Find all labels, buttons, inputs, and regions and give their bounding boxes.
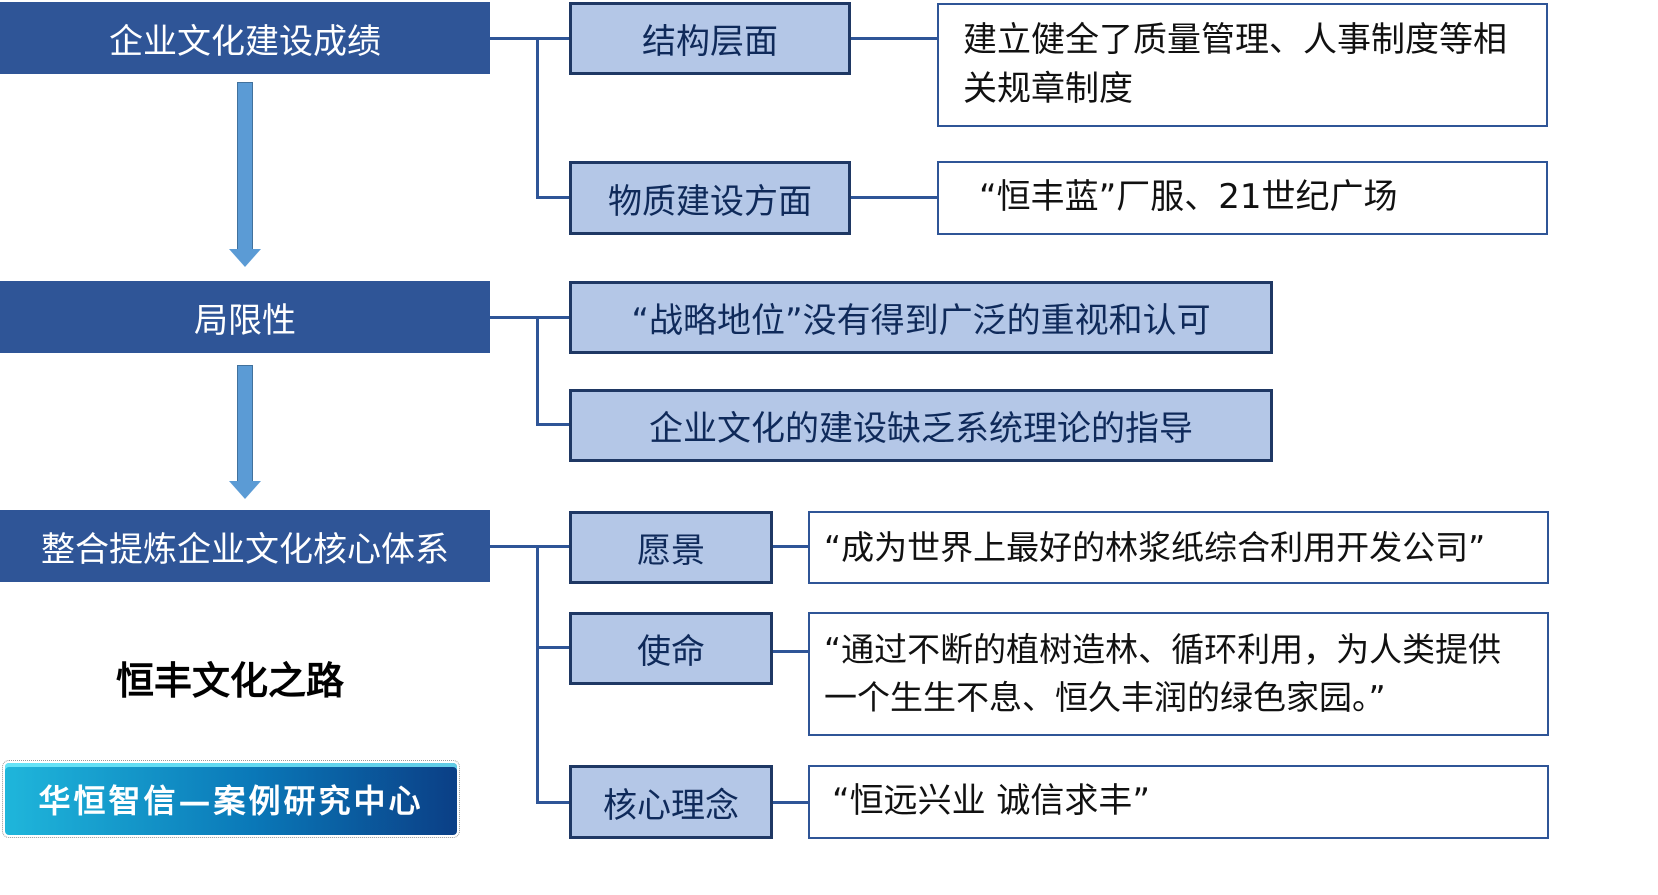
connector (536, 37, 539, 199)
detail-text: “恒丰蓝”厂服、21世纪广场 (979, 177, 1398, 218)
connector (772, 650, 808, 653)
detail-text: “通过不断的植树造林、循环利用，为人类提供一个生生不息、恒久丰润的绿色家园。” (824, 630, 1502, 717)
connector (536, 196, 569, 199)
mission-detail: “通过不断的植树造林、循环利用，为人类提供一个生生不息、恒久丰润的绿色家园。” (808, 612, 1549, 736)
connector (490, 316, 569, 319)
arrowhead-icon (229, 481, 261, 499)
structure-box: 结构层面 (569, 2, 851, 75)
connector (536, 801, 569, 804)
connector (490, 37, 569, 40)
limitation-strategy-box: “战略地位”没有得到广泛的重视和认可 (569, 281, 1273, 354)
detail-text: “成为世界上最好的林浆纸综合利用开发公司” (824, 527, 1486, 567)
box-label: 使命 (637, 632, 705, 672)
box-label: 愿景 (637, 531, 705, 571)
diagram-title: 恒丰文化之路 (115, 659, 344, 703)
box-label: 物质建设方面 (608, 181, 812, 222)
connector (490, 545, 569, 548)
down-arrow-icon (237, 365, 253, 482)
detail-text: “恒远兴业 诚信求丰” (832, 781, 1151, 822)
material-box: 物质建设方面 (569, 161, 851, 235)
connector (772, 801, 808, 804)
stage-achievements: 企业文化建设成绩 (0, 2, 490, 74)
vision-detail: “成为世界上最好的林浆纸综合利用开发公司” (808, 511, 1549, 584)
detail-text: 建立健全了质量管理、人事制度等相关规章制度 (963, 19, 1507, 109)
connector (536, 423, 569, 426)
stage-label: 企业文化建设成绩 (109, 21, 381, 62)
connector (536, 316, 539, 426)
arrowhead-icon (229, 249, 261, 267)
stage-label: 局限性 (194, 300, 296, 341)
limitation-theory-box: 企业文化的建设缺乏系统理论的指导 (569, 389, 1273, 462)
research-center-badge: 华恒智信—案例研究中心 (2, 760, 460, 838)
connector (772, 545, 808, 548)
stage-core-system: 整合提炼企业文化核心体系 (0, 510, 490, 582)
box-label: 企业文化的建设缺乏系统理论的指导 (649, 409, 1193, 449)
connector (536, 545, 539, 804)
core-value-box: 核心理念 (569, 765, 773, 839)
structure-detail: 建立健全了质量管理、人事制度等相关规章制度 (937, 3, 1548, 127)
connector (536, 646, 569, 649)
stage-limitations: 局限性 (0, 281, 490, 353)
connector (850, 196, 937, 199)
box-label: “战略地位”没有得到广泛的重视和认可 (631, 301, 1211, 341)
vision-box: 愿景 (569, 511, 773, 584)
core-value-detail: “恒远兴业 诚信求丰” (808, 765, 1549, 839)
mission-box: 使命 (569, 612, 773, 685)
stage-label: 整合提炼企业文化核心体系 (41, 529, 449, 570)
box-label: 核心理念 (603, 785, 739, 826)
connector (850, 37, 937, 40)
box-label: 结构层面 (642, 22, 778, 62)
down-arrow-icon (237, 82, 253, 250)
material-detail: “恒丰蓝”厂服、21世纪广场 (937, 161, 1548, 235)
